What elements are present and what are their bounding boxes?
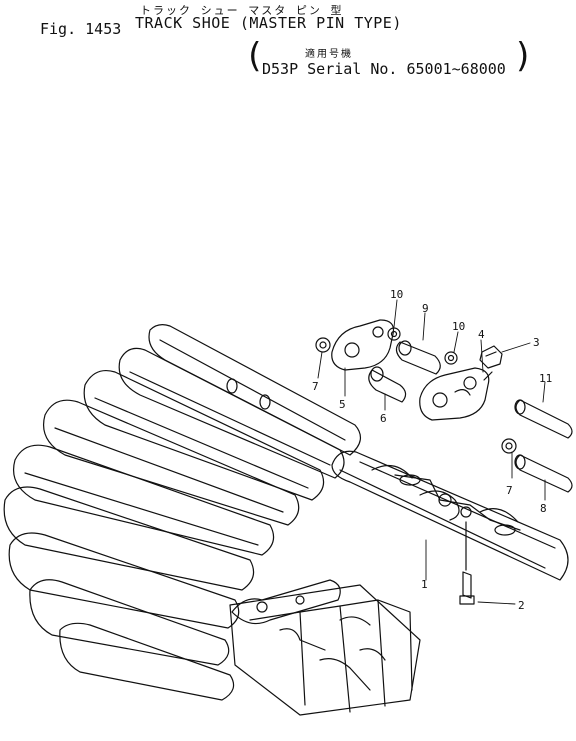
part-ring <box>387 327 458 365</box>
part-track-shoe <box>331 450 569 581</box>
callout-11: 11 <box>539 372 552 385</box>
callout-1: 1 <box>421 578 428 591</box>
serial-applicability-japanese: 適用号機 <box>305 49 353 60</box>
serial-open-paren: ( <box>244 36 265 76</box>
figure-title-japanese: トラック シュー マスタ ピン 型 <box>140 4 344 17</box>
part-pin <box>514 454 573 493</box>
callout-10b: 10 <box>452 320 465 333</box>
callout-labels: 1 2 3 4 5 6 7 7 8 9 10 10 11 <box>312 288 552 612</box>
part-bushing <box>368 366 407 403</box>
track-assembly-illustration <box>3 324 421 716</box>
callout-10: 10 <box>390 288 403 301</box>
leader-lines <box>317 299 546 605</box>
part-link-plate <box>331 319 395 371</box>
callout-9: 9 <box>422 302 429 315</box>
callout-8: 8 <box>540 502 547 515</box>
part-seal <box>315 337 517 454</box>
callout-2: 2 <box>518 599 525 612</box>
serial-range: D53P Serial No. 65001~68000 <box>262 60 506 78</box>
figure-title: TRACK SHOE (MASTER PIN TYPE) <box>135 14 402 32</box>
callout-3: 3 <box>533 336 540 349</box>
part-master-link <box>419 367 493 421</box>
callout-7: 7 <box>312 380 319 393</box>
figure-number: Fig. 1453 <box>40 20 122 38</box>
callout-7b: 7 <box>506 484 513 497</box>
part-nut <box>479 345 503 369</box>
part-master-bushing <box>395 340 441 375</box>
callout-6: 6 <box>380 412 387 425</box>
part-bolt <box>459 521 475 605</box>
callout-4: 4 <box>478 328 485 341</box>
part-master-pin <box>514 399 573 439</box>
serial-close-paren: ) <box>513 36 534 76</box>
callout-5: 5 <box>339 398 346 411</box>
